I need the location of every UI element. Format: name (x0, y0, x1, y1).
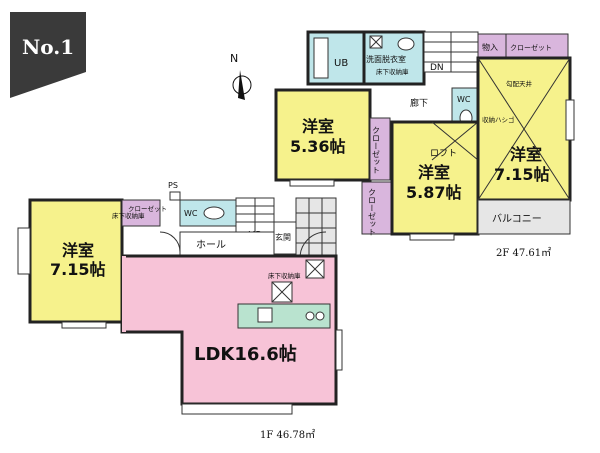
f2-room-b-size: 5.87帖 (406, 183, 461, 202)
f1-western-room (28, 198, 124, 324)
f1-underfloor-label-b: 床下収納庫 (268, 271, 301, 280)
f1-shoe-storage (295, 197, 337, 259)
f2-room-c-size: 7.15帖 (494, 165, 549, 184)
floor-1: 洋室 7.15帖 クローゼット 床下収納庫 PS WC UP 玄関 (17, 181, 343, 441)
f2-closet-left-label: クローゼット (372, 126, 381, 174)
f2-closet-top (505, 33, 569, 59)
f1-kitchen-counter (237, 303, 331, 329)
f2-ceiling-label: 勾配天井 (506, 79, 533, 88)
north-arrow: N (230, 52, 252, 100)
f1-ldk-label: LDK16.6帖 (194, 343, 297, 365)
f1-hall (179, 231, 275, 257)
f2-dn-label: DN (430, 63, 444, 73)
f1-closet (121, 199, 161, 227)
f2-closet-mid-label: クローゼット (368, 188, 377, 236)
f2-room-a-label: 洋室 (302, 117, 334, 136)
f2-room-a-size: 5.36帖 (290, 137, 345, 156)
f2-washroom-label: 洗面脱衣室 (366, 54, 406, 64)
f2-area-label: 2F 47.61㎡ (496, 247, 551, 259)
floor-2: UB 洗面脱衣室 床下収納庫 DN 物入 クローゼット 洋室 5.36帖 クロー… (274, 30, 575, 259)
north-label: N (230, 52, 238, 65)
f1-ps-label: PS (168, 181, 178, 190)
f2-storage (477, 33, 507, 59)
north-needle-icon (238, 70, 245, 100)
f2-loft-label: ロフト (430, 149, 457, 159)
f1-ldk (120, 254, 338, 406)
plan-number-badge: No.1 (10, 12, 86, 98)
f1-stairs (235, 197, 275, 233)
f1-wc-label: WC (184, 209, 198, 218)
f2-wc-label: WC (457, 95, 471, 104)
f1-closet-label: クローゼット (128, 204, 167, 213)
f2-balcony-label: バルコニー (492, 213, 542, 225)
f2-room-b-label: 洋室 (418, 163, 450, 182)
f2-corridor-label: 廊下 (410, 97, 428, 109)
f2-ladder-label: 収納ハシゴ (482, 115, 515, 124)
plan-number-text: No.1 (22, 35, 74, 59)
f2-storage-label: 物入 (482, 42, 498, 52)
f2-room-c-label: 洋室 (510, 145, 542, 164)
f1-western-label: 洋室 (62, 241, 94, 260)
f1-area-label: 1F 46.78㎡ (260, 429, 315, 441)
f2-closet-top-label: クローゼット (510, 43, 552, 52)
f1-hall-label: ホール (196, 239, 226, 251)
f2-balcony (477, 199, 571, 235)
f1-entrance-label: 玄関 (275, 232, 291, 242)
f2-underfloor-label: 床下収納庫 (376, 67, 409, 76)
f1-underfloor-label-a: 床下収納庫 (112, 211, 145, 220)
f2-room-b (390, 120, 480, 236)
f1-western-size: 7.15帖 (50, 260, 105, 279)
f2-closet-mid (361, 181, 393, 235)
f2-ub-label: UB (334, 58, 348, 69)
f2-closet-left (369, 117, 391, 181)
